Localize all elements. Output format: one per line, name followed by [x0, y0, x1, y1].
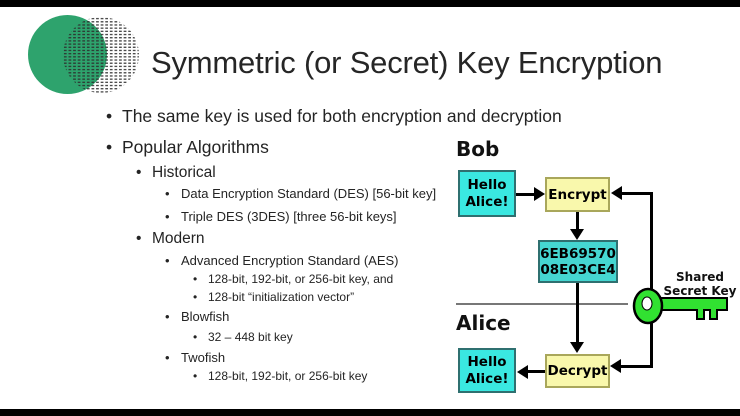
bullet-line-5: Triple DES (3DES) [three 56-bit keys] — [165, 209, 397, 225]
bullet-line-1: The same key is used for both encryption… — [106, 106, 562, 127]
slide-title: Symmetric (or Secret) Key Encryption — [151, 45, 663, 80]
sender-label: Bob — [456, 137, 500, 161]
arrow-ciphertext-to-decrypt — [576, 283, 579, 343]
arrowhead-decrypt-to-plaintext — [517, 365, 528, 379]
letterbox-top — [0, 0, 740, 7]
ciphertext-box: 6EB69570 08E03CE4 — [538, 240, 618, 283]
arrow-encrypt-to-ciphertext — [576, 212, 579, 230]
plaintext-box-sender: Hello Alice! — [458, 170, 516, 217]
bullet-line-8: 128-bit, 192-bit, or 256-bit key, and — [193, 272, 393, 287]
bob-alice-divider-line — [456, 303, 628, 305]
arrowhead-plaintext-to-encrypt — [534, 187, 545, 201]
presentation-slide: Symmetric (or Secret) Key Encryption The… — [0, 7, 740, 409]
shared-key-line-to-decrypt — [621, 365, 652, 368]
encrypt-box: Encrypt — [545, 177, 610, 212]
shared-key-line-to-encrypt — [622, 192, 653, 195]
bullet-line-9: 128-bit “initialization vector” — [193, 290, 354, 305]
plaintext-box-receiver: Hello Alice! — [458, 348, 516, 393]
decrypt-box: Decrypt — [545, 354, 610, 388]
arrow-plaintext-to-encrypt — [516, 193, 535, 196]
bullet-line-12: Twofish — [165, 350, 225, 366]
bullet-line-2: Popular Algorithms — [106, 137, 269, 158]
shared-secret-key-label: Shared Secret Key — [663, 270, 737, 298]
bullet-line-4: Data Encryption Standard (DES) [56-bit k… — [165, 186, 436, 202]
key-icon — [632, 287, 728, 325]
arrowhead-into-decrypt — [610, 359, 621, 373]
letterbox-bottom — [0, 409, 740, 416]
arrow-decrypt-to-plaintext — [528, 370, 545, 373]
bullet-line-6: Modern — [136, 229, 204, 248]
arrowhead-encrypt-to-ciphertext — [570, 229, 584, 240]
shared-key-line-vertical — [650, 192, 653, 368]
bullet-line-13: 128-bit, 192-bit, or 256-bit key — [193, 369, 367, 384]
slide-logo-dots-pattern — [63, 17, 139, 93]
bullet-line-7: Advanced Encryption Standard (AES) — [165, 253, 398, 269]
bullet-line-3: Historical — [136, 163, 216, 182]
receiver-label: Alice — [456, 311, 511, 335]
arrowhead-ciphertext-to-decrypt — [570, 342, 584, 353]
bullet-line-10: Blowfish — [165, 309, 230, 325]
arrowhead-into-encrypt — [611, 186, 622, 200]
bullet-line-11: 32 – 448 bit key — [193, 330, 293, 345]
